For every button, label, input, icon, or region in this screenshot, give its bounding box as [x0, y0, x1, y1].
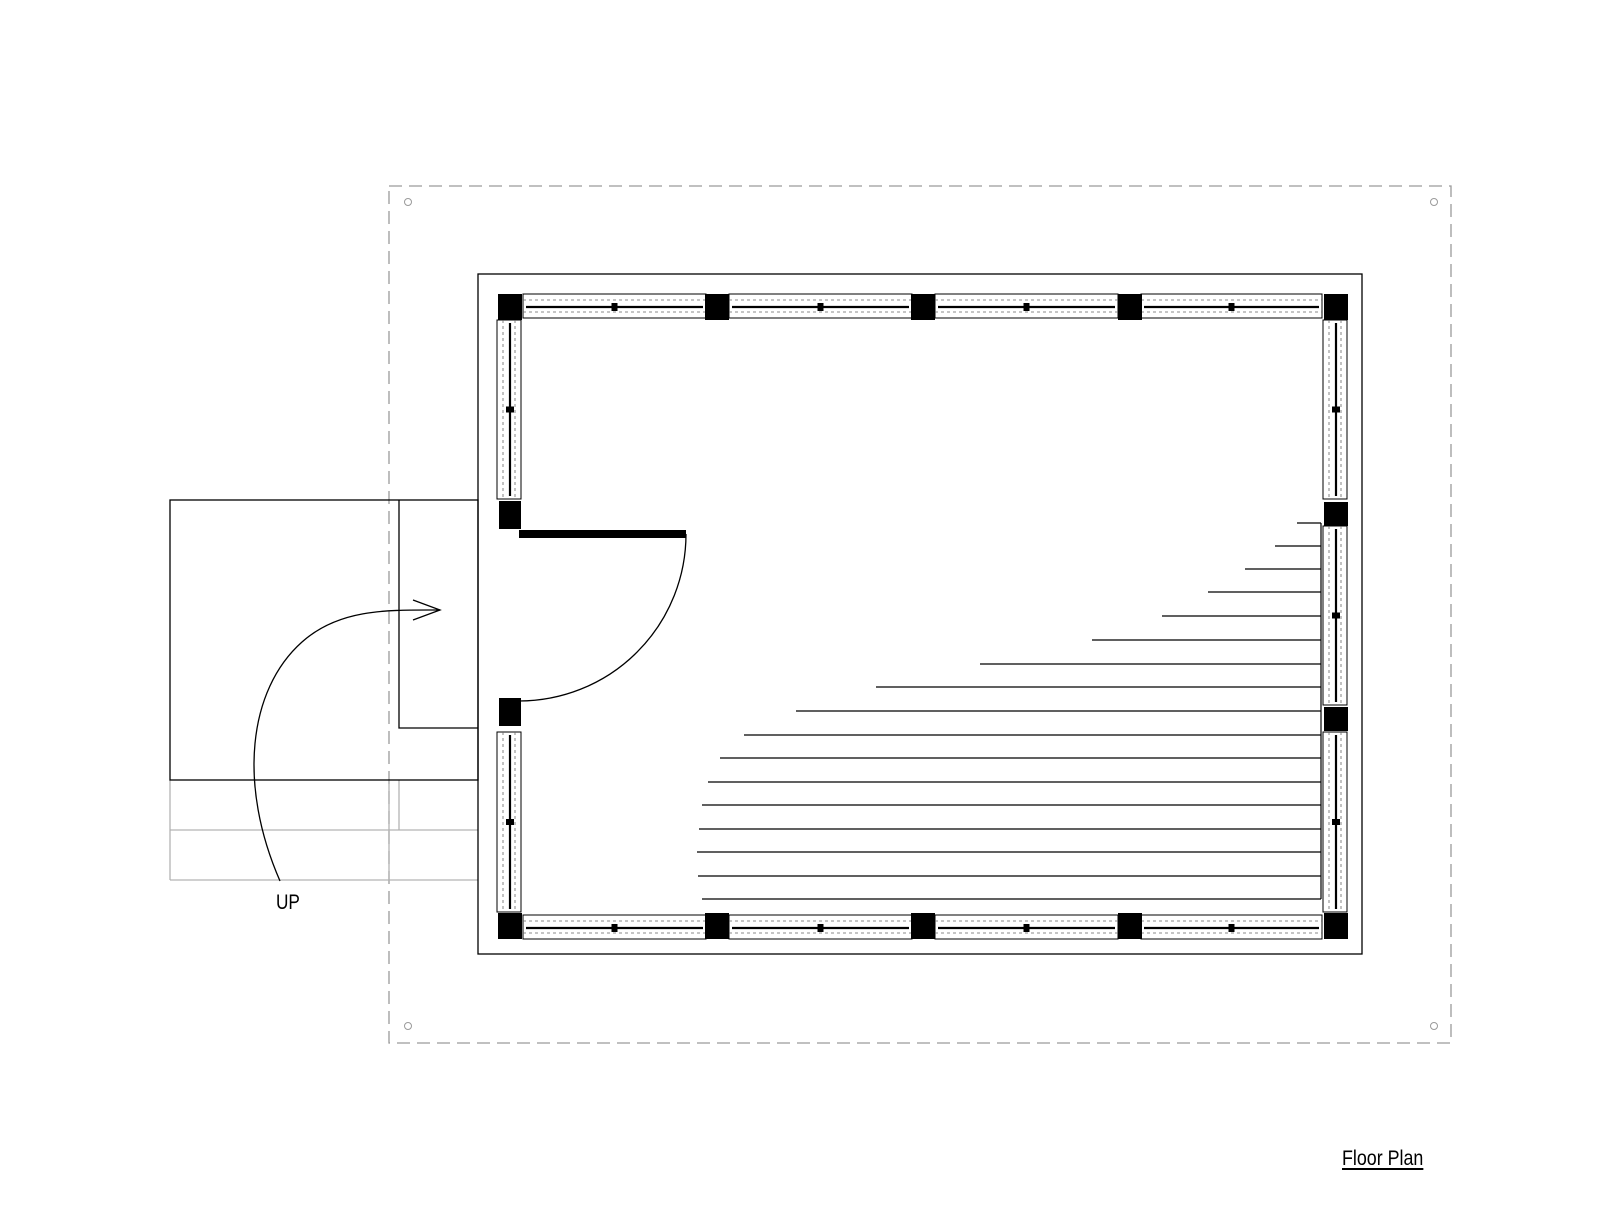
wall-panel-vertical — [1322, 731, 1348, 913]
wall-panel-horizontal — [1140, 293, 1323, 319]
post — [1324, 294, 1348, 320]
post — [1118, 913, 1142, 939]
post — [705, 294, 729, 320]
wall-panel-horizontal — [522, 914, 707, 940]
up-arrow-icon — [253, 599, 442, 882]
stair-up-label: UP — [276, 891, 300, 914]
landing-inner-outline — [398, 500, 478, 729]
post — [499, 698, 521, 726]
wall-panel-horizontal — [1140, 914, 1323, 940]
post — [498, 294, 522, 320]
wall-panel-vertical — [496, 319, 522, 500]
wall-panel-vertical — [1322, 319, 1348, 500]
wall-panel-vertical — [496, 731, 522, 913]
wall-panel-horizontal — [522, 293, 707, 319]
structural-posts — [498, 294, 1348, 939]
landing-outline — [169, 499, 479, 781]
entry-stair — [169, 499, 479, 881]
drawing-title: Floor Plan — [1342, 1147, 1424, 1170]
post — [705, 913, 729, 939]
entry-door — [518, 530, 687, 702]
wall-panel-horizontal — [934, 914, 1119, 940]
roof-corner-markers — [404, 198, 1438, 1030]
wall-panels — [496, 293, 1348, 940]
wall-panel-horizontal — [728, 293, 913, 319]
post — [498, 913, 522, 939]
post — [911, 913, 935, 939]
wall-panel-horizontal — [934, 293, 1119, 319]
door-swing-arc — [518, 533, 687, 702]
post — [911, 294, 935, 320]
post — [1324, 502, 1348, 526]
building-outer-slab — [477, 273, 1363, 955]
spiral-stair-treads — [697, 522, 1322, 900]
post — [1324, 707, 1348, 731]
post — [1324, 913, 1348, 939]
wall-panel-horizontal — [728, 914, 913, 940]
post — [499, 501, 521, 529]
door-leaf — [519, 530, 686, 538]
roof-outline-dashed — [388, 185, 1452, 1044]
wall-panel-vertical — [1322, 525, 1348, 706]
post — [1118, 294, 1142, 320]
